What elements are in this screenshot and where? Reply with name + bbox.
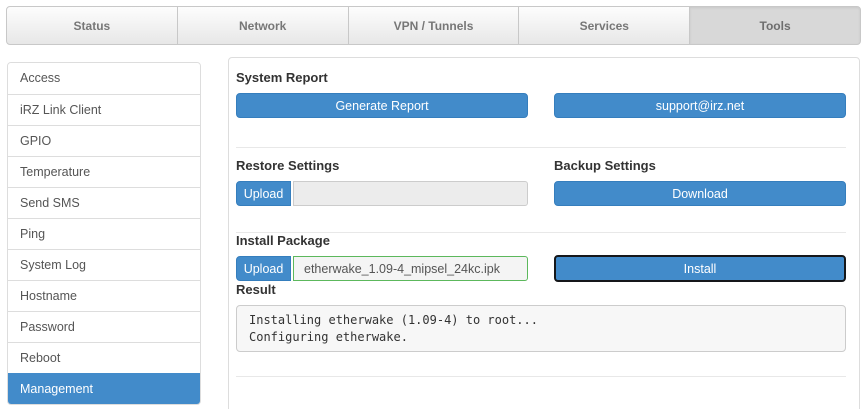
tab-services[interactable]: Services [518, 6, 691, 45]
result-line: Configuring etherwake. [249, 330, 408, 344]
restore-settings-title: Restore Settings [236, 158, 340, 173]
result-line: Installing etherwake (1.09-4) to root... [249, 313, 538, 327]
restore-file-input[interactable] [293, 181, 528, 206]
sidebar-item-temperature[interactable]: Temperature [8, 156, 200, 187]
section-divider [236, 147, 846, 148]
management-panel: System Report Generate Report support@ir… [228, 57, 860, 409]
sidebar-item-password[interactable]: Password [8, 311, 200, 342]
install-upload-button[interactable]: Upload [236, 256, 291, 281]
generate-report-button[interactable]: Generate Report [236, 93, 528, 118]
install-file-input[interactable] [293, 256, 528, 281]
tab-network[interactable]: Network [176, 6, 349, 45]
install-package-row: Upload Install [236, 255, 846, 282]
install-file-group: Upload [236, 256, 528, 281]
install-package-title: Install Package [236, 233, 330, 248]
tab-vpn-tunnels[interactable]: VPN / Tunnels [347, 6, 520, 45]
sidebar-item-send-sms[interactable]: Send SMS [8, 187, 200, 218]
backup-settings-title: Backup Settings [554, 158, 656, 173]
restore-file-group: Upload [236, 181, 528, 206]
sidebar-item-reboot[interactable]: Reboot [8, 342, 200, 373]
tab-tools[interactable]: Tools [689, 6, 861, 45]
sidebar-item-system-log[interactable]: System Log [8, 249, 200, 280]
sidebar-item-hostname[interactable]: Hostname [8, 280, 200, 311]
section-divider [236, 232, 846, 233]
restore-backup-row: Upload Download [236, 181, 846, 206]
sidebar-item-gpio[interactable]: GPIO [8, 125, 200, 156]
sidebar-item-irz-link-client[interactable]: iRZ Link Client [8, 94, 200, 125]
system-report-title: System Report [236, 70, 328, 85]
sidebar-item-management[interactable]: Management [8, 373, 200, 404]
tools-sidebar: Access iRZ Link Client GPIO Temperature … [7, 62, 201, 405]
system-report-row: Generate Report support@irz.net [236, 93, 846, 118]
result-title: Result [236, 282, 276, 297]
backup-download-button[interactable]: Download [554, 181, 846, 206]
top-tab-bar: Status Network VPN / Tunnels Services To… [6, 6, 861, 45]
install-button[interactable]: Install [554, 255, 846, 282]
restore-upload-button[interactable]: Upload [236, 181, 291, 206]
result-output: Installing etherwake (1.09-4) to root...… [236, 305, 846, 352]
sidebar-item-access[interactable]: Access [8, 63, 200, 94]
restore-backup-heads: Restore Settings Backup Settings [236, 158, 846, 181]
sidebar-item-ping[interactable]: Ping [8, 218, 200, 249]
section-divider [236, 376, 846, 377]
tab-status[interactable]: Status [6, 6, 178, 45]
support-email-button[interactable]: support@irz.net [554, 93, 846, 118]
